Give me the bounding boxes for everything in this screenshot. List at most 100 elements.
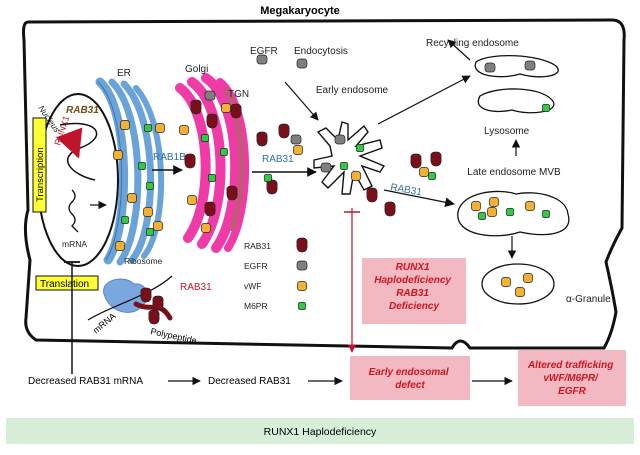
rab31-particle: [430, 151, 442, 167]
early-defect-text: Early endosomal defect: [369, 367, 452, 391]
recycling-endosome-label: Recycling endosome: [426, 38, 519, 49]
legend-swatch-3: [298, 302, 306, 310]
vwf-particle: [127, 193, 137, 203]
early-to-late-arrow: [383, 189, 455, 208]
deficiency-line-2: Haplodeficiency: [374, 275, 451, 286]
vwf-particle: [187, 195, 197, 205]
tgn-label: TGN: [228, 89, 249, 100]
mrna-ribosome-label: mRNA: [91, 311, 118, 336]
vwf-particle: [487, 207, 497, 217]
m6pr-particle: [356, 144, 364, 152]
rab31-particle: [266, 179, 278, 195]
tgn-membrane: [223, 87, 245, 231]
rab1b-label: RAB1B: [153, 152, 186, 163]
rab31-particle: [204, 201, 216, 217]
rab31-arrow2-label: RAB31: [389, 182, 423, 198]
m6pr-particle: [146, 182, 154, 190]
rab31-gene-label: RAB31: [66, 105, 99, 116]
transcription-box: [32, 117, 47, 213]
vwf-particle: [351, 171, 361, 181]
vwf-particle: [153, 221, 163, 231]
vwf-particle: [501, 277, 511, 287]
rab31-particle: [230, 103, 242, 119]
translation-label: Translation: [40, 279, 89, 290]
m6pr-particle: [144, 124, 152, 132]
vwf-particle: [293, 145, 303, 155]
m6pr-particle: [264, 174, 272, 182]
rab31-particle: [410, 153, 422, 169]
legend-label-3: M6PR: [244, 301, 268, 311]
alpha-granule-label: α-Granule: [566, 294, 611, 305]
vwf-particle: [143, 207, 153, 217]
rab31-particle: [366, 187, 378, 203]
m6pr-particle: [542, 210, 550, 218]
deficiency-line-4: Deficiency: [389, 301, 439, 312]
mrna-squiggle: [68, 189, 79, 233]
rab31-particle: [384, 201, 396, 217]
recycling-to-membrane-arrow: [447, 39, 471, 61]
deficiency-line-3: RAB31: [396, 288, 429, 299]
egfr-particle: [484, 62, 496, 73]
vwf-particle: [179, 125, 189, 135]
m6pr-particle: [220, 148, 228, 156]
rab31-particle: [226, 185, 238, 201]
endocytosis-arrow: [284, 81, 319, 121]
cell-membrane: [22, 18, 626, 350]
vwf-particle: [115, 241, 125, 251]
vwf-particle: [471, 201, 481, 211]
early-defect-line-1: Early endosomal: [369, 367, 449, 378]
vwf-particle: [155, 123, 165, 133]
altered-line-1: Altered trafficking: [527, 360, 613, 371]
deficiency-line-1: RUNX1: [396, 262, 430, 273]
egfr-particle: [290, 134, 302, 145]
early-endosome: [313, 121, 386, 195]
m6pr-particle: [138, 162, 146, 170]
egfr-particle: [524, 60, 536, 71]
translation-box: [35, 275, 99, 291]
rab31-particle: [278, 123, 290, 139]
er-label: ER: [117, 68, 131, 79]
rab31-arrow1-label: RAB31: [262, 154, 294, 165]
egfr-particle: [296, 58, 308, 69]
late-endosome-text: Late endosome MVB: [467, 167, 561, 178]
to-recycling-arrow: [377, 75, 471, 125]
rab31-ribosome-label: RAB31: [180, 282, 212, 293]
vwf-particle: [525, 201, 535, 211]
m6pr-particle: [201, 134, 209, 142]
legend-label-1: EGFR: [244, 261, 268, 271]
deficiency-text: RUNX1 Haplodeficiency RAB31 Deficiency: [374, 262, 453, 312]
m6pr-particle: [208, 174, 216, 182]
ribosome-label: Ribosome: [124, 256, 163, 266]
rab31-particle: [140, 287, 152, 303]
deficiency-box: [362, 258, 466, 324]
egfr-particle: [320, 162, 332, 173]
footer-band: [6, 418, 634, 444]
rab31-particle: [190, 99, 202, 115]
recycling-endosome-1: [474, 54, 559, 78]
vwf-particle: [523, 273, 533, 283]
footer-text: RUNX1 Haplodeficiency: [264, 426, 377, 438]
rab31-particle: [148, 309, 160, 325]
vwf-particle: [201, 223, 211, 233]
rab31-particle: [152, 295, 164, 311]
vwf-particle: [515, 287, 525, 297]
transcription-label: Transcription: [35, 147, 46, 202]
title: Megakaryocyte: [260, 5, 340, 17]
early-defect-box: [350, 356, 470, 400]
late-endosome-label: Late endosome MVB: [467, 167, 561, 178]
runx1-binding-arrow: [56, 127, 83, 159]
lysosome-label: Lysosome: [484, 126, 530, 137]
mrna-nucleus-label: mRNA: [62, 239, 87, 249]
rab31-particle: [256, 131, 268, 147]
altered-line-3: EGFR: [558, 386, 587, 397]
altered-line-2: vWF/M6PR/: [543, 373, 599, 384]
altered-trafficking-text: Altered trafficking vWF/M6PR/ EGFR: [527, 360, 616, 397]
cargo-layer: [113, 54, 550, 325]
legend-swatch-1: [296, 260, 308, 271]
legend-label-2: vWF: [244, 281, 261, 291]
vwf-particle: [489, 197, 499, 207]
early-endosome-text: Early endosome: [316, 85, 389, 96]
egfr-particle: [256, 54, 268, 65]
